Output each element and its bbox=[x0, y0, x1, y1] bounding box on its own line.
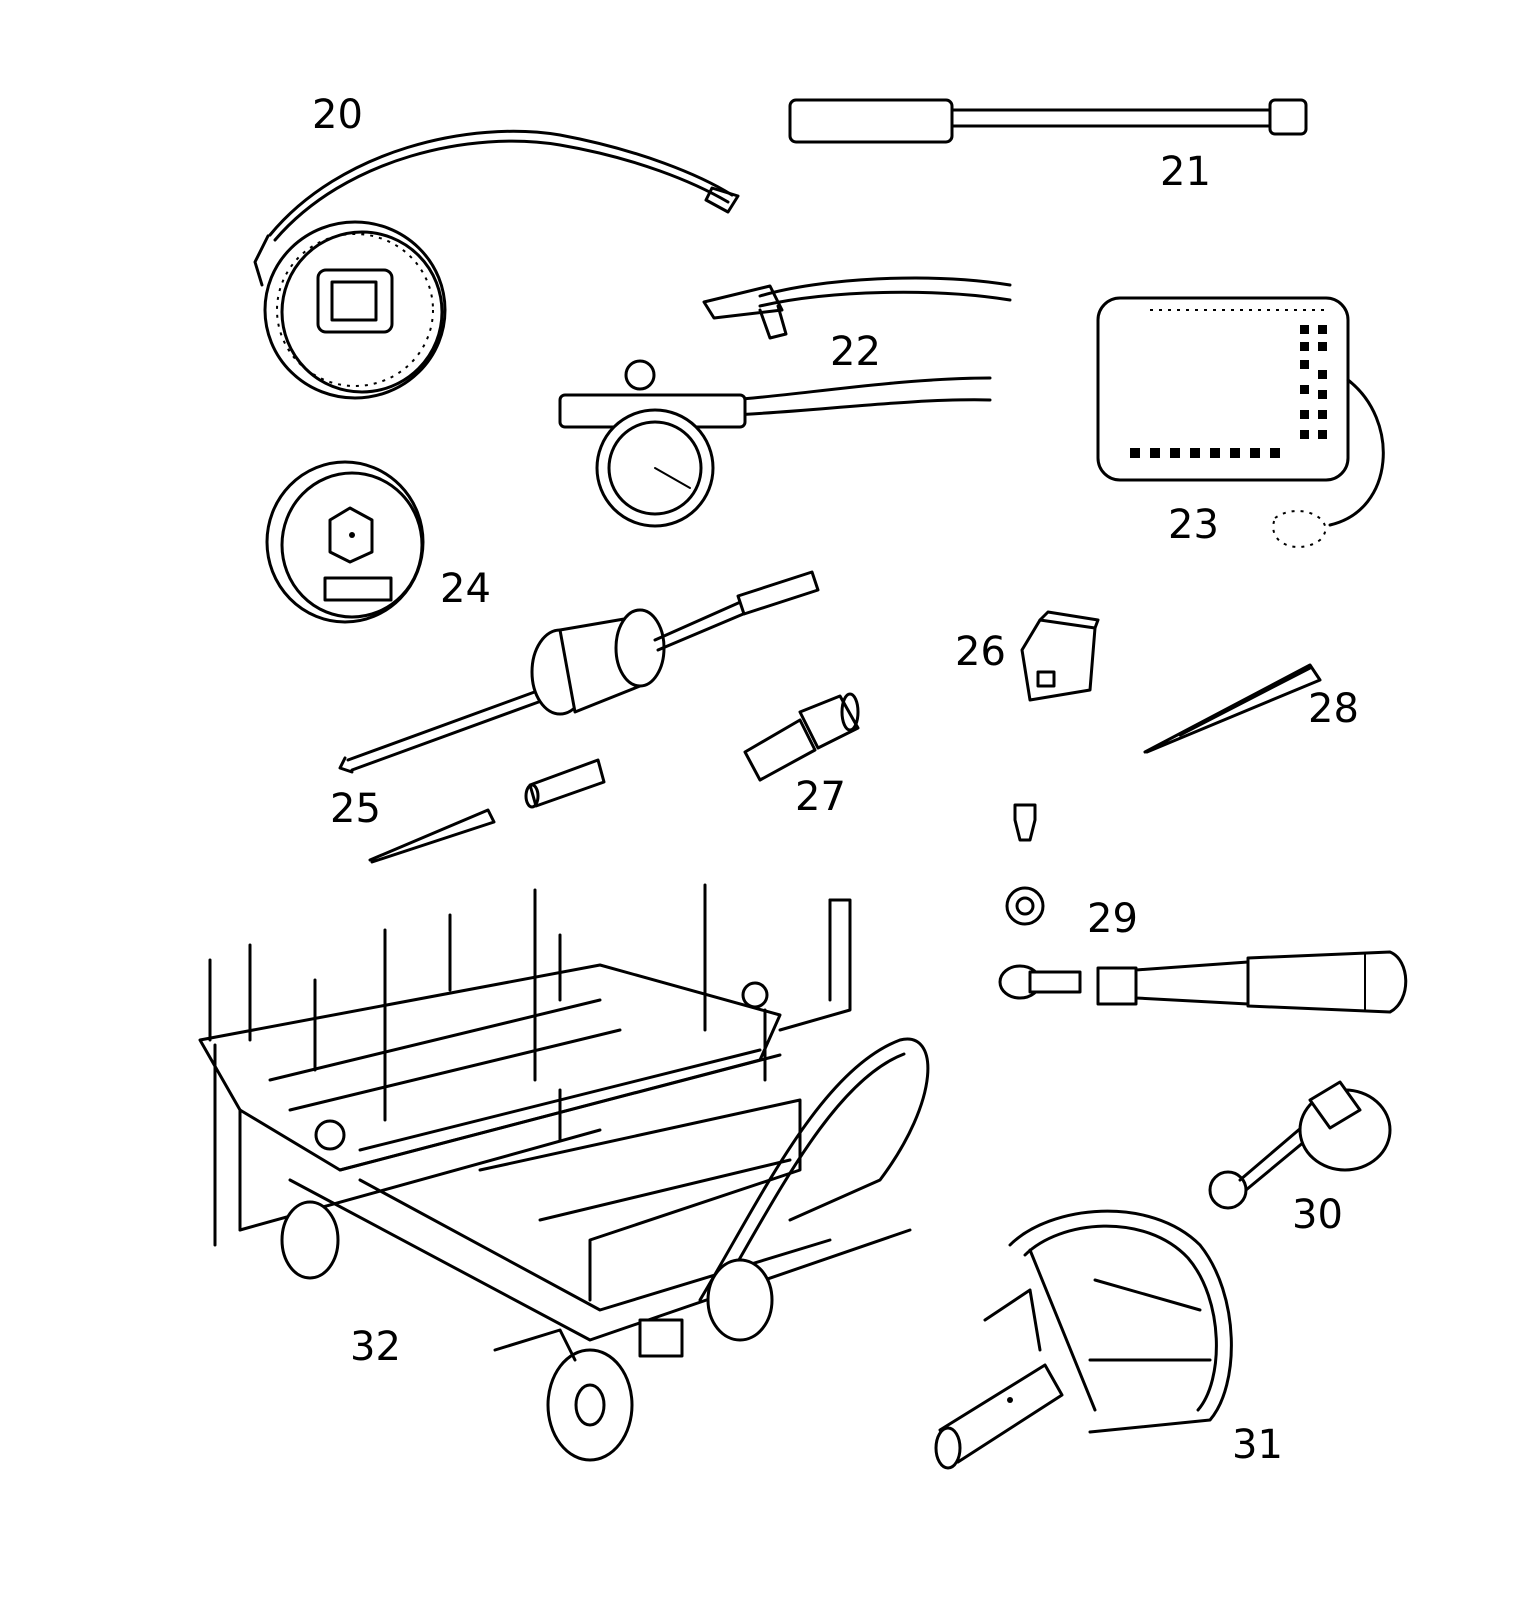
label-23: 23 bbox=[1168, 502, 1219, 548]
tool-23-tester-unit bbox=[1096, 296, 1385, 548]
tool-28-punch bbox=[1143, 663, 1322, 754]
tool-30-handle-tool bbox=[1208, 1080, 1392, 1210]
label-20: 20 bbox=[312, 92, 363, 138]
tool-31-support-bracket bbox=[934, 1209, 1233, 1470]
tool-20-dial-socket bbox=[253, 129, 740, 400]
part-number-labels: 20 21 22 23 24 25 26 27 28 29 30 31 32 bbox=[312, 92, 1359, 1468]
label-21: 21 bbox=[1160, 149, 1211, 195]
label-24: 24 bbox=[440, 566, 491, 612]
label-27: 27 bbox=[795, 774, 846, 820]
label-31: 31 bbox=[1232, 1422, 1283, 1468]
label-30: 30 bbox=[1292, 1192, 1343, 1238]
tool-32-engine-trolley bbox=[198, 883, 930, 1462]
tool-26-block bbox=[1020, 610, 1100, 702]
label-32: 32 bbox=[350, 1324, 401, 1370]
label-28: 28 bbox=[1308, 686, 1359, 732]
tool-21-extension-bar bbox=[788, 98, 1308, 144]
label-26: 26 bbox=[955, 629, 1006, 675]
tool-25-slide-hammer bbox=[338, 570, 820, 864]
tool-29-torque-wrench bbox=[998, 803, 1408, 1014]
tool-24-round-socket bbox=[265, 460, 425, 624]
tool-22-pressure-gauge bbox=[558, 276, 1012, 528]
label-29: 29 bbox=[1087, 896, 1138, 942]
label-22: 22 bbox=[830, 329, 881, 375]
label-25: 25 bbox=[330, 786, 381, 832]
tool-27-adapter bbox=[743, 692, 860, 782]
